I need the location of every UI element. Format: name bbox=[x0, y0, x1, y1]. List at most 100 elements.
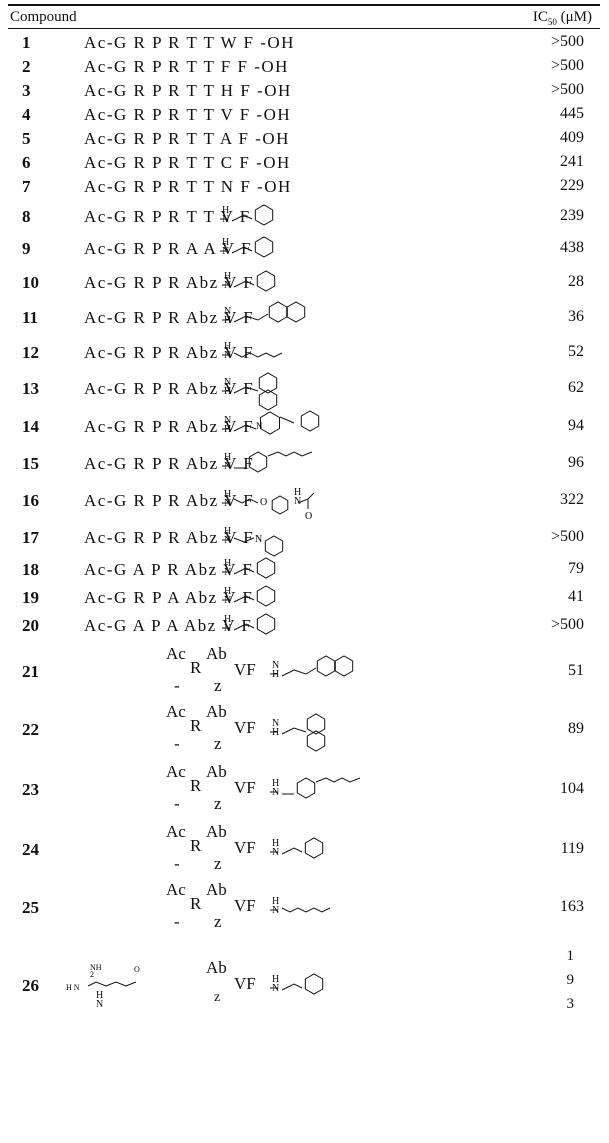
ic50-value: 28 bbox=[568, 273, 584, 290]
ic50-value: 41 bbox=[568, 588, 584, 605]
compound-number: 18 bbox=[22, 560, 39, 579]
peptide-sequence: Ac-G R P R T T N F -OH bbox=[84, 177, 292, 196]
arginine-label: R bbox=[190, 836, 202, 855]
compound-number: 25 bbox=[22, 898, 39, 917]
ic50-value: >500 bbox=[550, 616, 584, 633]
ic50-value: 163 bbox=[560, 898, 584, 915]
abz-label-top: Ab bbox=[206, 822, 227, 841]
bond bbox=[281, 847, 303, 855]
bond bbox=[233, 567, 255, 575]
benzene-ring bbox=[248, 451, 268, 473]
ic50-value: 94 bbox=[568, 417, 584, 434]
bond bbox=[233, 623, 255, 631]
abz-label-bottom: z bbox=[214, 734, 222, 753]
peptide-sequence: Ac-G R P R Abz V F bbox=[84, 308, 255, 327]
carbonyl-o: O bbox=[134, 965, 140, 974]
ic50-value: 89 bbox=[568, 720, 584, 737]
benzene-ring bbox=[296, 777, 316, 799]
arginine-label: R bbox=[190, 894, 202, 913]
compound-number: 13 bbox=[22, 379, 39, 398]
ic50-value: 96 bbox=[568, 454, 584, 471]
abz-label-bottom: z bbox=[214, 794, 222, 813]
bond bbox=[279, 416, 295, 424]
naphthalene-ring-a bbox=[258, 372, 278, 394]
ic50-value: 36 bbox=[568, 308, 584, 325]
compound-number: 17 bbox=[22, 528, 39, 547]
compound-number: 9 bbox=[22, 239, 31, 258]
compound-number: 4 bbox=[22, 105, 31, 124]
ic50-digit: 3 bbox=[566, 996, 575, 1012]
peptide-sequence: Ac-G R P R Abz V F bbox=[84, 273, 255, 292]
bond bbox=[231, 214, 253, 222]
compound-number: 20 bbox=[22, 616, 39, 635]
acetyl-label: Ac bbox=[166, 644, 186, 663]
ic50-value: 52 bbox=[568, 343, 584, 360]
ic50-value: >500 bbox=[550, 57, 584, 74]
compound-number: 23 bbox=[22, 780, 39, 799]
peptide-sequence: Ac-G R P R Abz V F bbox=[84, 379, 255, 398]
compound-number: 26 bbox=[22, 976, 39, 995]
bond bbox=[233, 424, 257, 432]
bond bbox=[281, 727, 307, 735]
benzene-ring bbox=[254, 204, 274, 226]
alkyl-chain bbox=[281, 907, 331, 913]
benzene-ring bbox=[254, 236, 274, 258]
table-top-rule bbox=[8, 4, 600, 6]
naphthalene-ring-a bbox=[268, 301, 288, 323]
ic50-value: 79 bbox=[568, 560, 584, 577]
alkyl-chain bbox=[267, 451, 313, 457]
val-phe-label: VF bbox=[234, 974, 256, 993]
acetyl-label: Ac bbox=[166, 702, 186, 721]
compound-number: 1 bbox=[22, 33, 31, 52]
acetyl-label: Ac bbox=[166, 822, 186, 841]
compound-number: 7 bbox=[22, 177, 31, 196]
carbonyl-o: O bbox=[305, 511, 312, 522]
ic50-digit: 1 bbox=[566, 948, 575, 964]
ic50-value: 229 bbox=[560, 177, 584, 194]
piperidine-ring bbox=[264, 535, 284, 557]
table-row: 7 Ac-G R P R T T N F -OH 229 bbox=[8, 175, 600, 199]
piperidine-ring bbox=[260, 411, 280, 435]
abz-label-top: Ab bbox=[206, 702, 227, 721]
arginine-label: R bbox=[190, 658, 202, 677]
bond bbox=[233, 313, 269, 323]
header-ic50: IC50 (μM) bbox=[532, 9, 592, 27]
ether-o: O bbox=[260, 497, 267, 508]
alkyl-chain bbox=[87, 981, 137, 987]
compound-number: 6 bbox=[22, 153, 31, 172]
bond bbox=[233, 280, 255, 288]
ic50-value: 119 bbox=[560, 840, 584, 857]
arginine-label: R bbox=[190, 716, 202, 735]
